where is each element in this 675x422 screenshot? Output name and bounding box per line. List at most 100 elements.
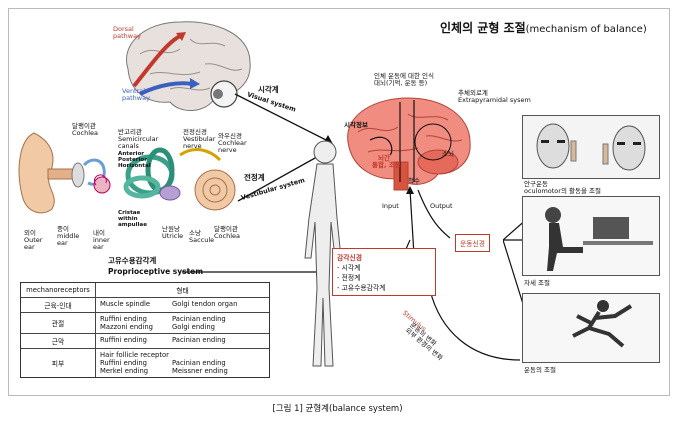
output-label: Output xyxy=(430,202,453,210)
outer-en: Outer xyxy=(24,235,43,244)
vestibular-ko: 전정계 xyxy=(244,173,265,182)
table-cell-item: Meissner ending xyxy=(172,367,228,375)
utricle-label: 난원낭 Utricle xyxy=(162,226,183,240)
inner-ko: 내이 xyxy=(93,229,105,237)
cerebellum-label: 소뇌 xyxy=(442,150,454,158)
table-header-row: mechanoreceptors 형태 xyxy=(21,283,269,297)
utricle-ko: 난원낭 xyxy=(162,225,180,233)
cristae-line1: Cristae xyxy=(118,210,141,216)
extrapyramidal-label: 추체외로계 Extrapyramidal sysem xyxy=(458,90,531,104)
mechanoreceptor-table: mechanoreceptors 형태 근육-인대 Muscle spindle… xyxy=(20,282,270,378)
table-cell-item: Pacinian ending xyxy=(172,315,226,323)
figure-title: 인체의 균형 조절(mechanism of balance) xyxy=(440,22,647,36)
sensory-item: - 고유수용감각계 xyxy=(337,284,386,292)
middle-ko: 중이 xyxy=(57,225,69,233)
cochlear-nerve-en2: nerve xyxy=(218,145,237,154)
canal-horizontal: Horizontal xyxy=(118,162,151,169)
inner-en: inner xyxy=(93,235,110,244)
input-label: Input xyxy=(382,202,399,210)
recog-line1: 인체 운동에 대한 인식 xyxy=(374,72,435,80)
table-cell-item: Mazzoni ending xyxy=(100,323,153,331)
sensory-title: 감각신경 xyxy=(337,254,363,262)
table-header-receptor: mechanoreceptors xyxy=(21,283,96,297)
movement-label: 운동의 조절 xyxy=(524,366,556,374)
brain-illustration-right xyxy=(347,97,471,191)
figure-caption: [그림 1] 균형계(balance system) xyxy=(272,404,403,414)
table-cell-item: Ruffini ending xyxy=(100,336,147,344)
outer-en2: ear xyxy=(24,242,35,251)
utricle-en: Utricle xyxy=(162,231,184,240)
spinal-label: 척수 xyxy=(408,177,420,185)
brain-recognition: 인체 운동에 대한 인식 대뇌(기억, 운동 등) xyxy=(374,73,434,87)
desk-illustration xyxy=(545,207,653,271)
table-cell-part: 근육-인대 xyxy=(21,298,96,312)
sensory-item: - 시각계 xyxy=(337,264,361,272)
cochlea-top-label: 달팽이관 Cochlea xyxy=(72,123,98,137)
inner-ear-illustration xyxy=(123,147,236,211)
figure-frame xyxy=(8,8,670,396)
visual-ko: 시각계 xyxy=(258,85,279,94)
table-cell-item: Pacinian ending xyxy=(172,359,226,367)
title-en: (mechanism of balance) xyxy=(525,24,647,35)
eye-label-1: 안구운동 xyxy=(524,180,548,188)
vestibular-nerve-label: 전정신경 Vestibular nerve xyxy=(183,129,215,149)
integrate-label: 뇌간 통합, 조정 xyxy=(372,155,401,169)
extra-ko: 추체외로계 xyxy=(458,89,488,97)
eye-movement-panel xyxy=(522,115,660,179)
sensory-nerve-box: 감각신경 - 시각계 - 전정계 - 고유수용감각계 xyxy=(332,248,436,296)
table-cell-item: Golgi ending xyxy=(172,323,215,331)
cochlear-nerve-ko: 와우신경 xyxy=(218,132,242,140)
table-row: 근막 Ruffini ending Pacinian ending xyxy=(21,333,269,348)
semicircular-ko: 반고리관 xyxy=(118,128,142,136)
dorsal-line1: Dorsal xyxy=(113,25,134,33)
extra-en: Extrapyramidal sysem xyxy=(458,95,531,104)
proprio-ko: 고유수용감각계 xyxy=(108,256,157,265)
inner-en2: ear xyxy=(93,242,104,251)
table-cell-item: Hair follicle receptor xyxy=(100,351,169,359)
cochlea-bottom-label: 달팽이관 Cochlea xyxy=(214,226,240,240)
saccule-en: Saccule xyxy=(189,235,215,244)
sensory-item: - 전정계 xyxy=(337,274,361,282)
table-cell-item: Pacinian ending xyxy=(172,336,226,344)
table-cell-item: Golgi tendon organ xyxy=(172,300,238,308)
cochlear-nerve-en: Cochlear xyxy=(218,138,247,147)
middle-en: middle xyxy=(57,231,80,240)
integrate-ko2: 통합, 조정 xyxy=(372,160,401,169)
cristae-line2: within xyxy=(118,215,138,222)
table-row: 피부 Hair follicle receptor Ruffini ending… xyxy=(21,348,269,377)
runner-illustration xyxy=(572,300,633,348)
outer-ear-label: 외이 Outer ear xyxy=(24,230,42,250)
middle-ear-label: 중이 middle ear xyxy=(57,226,79,246)
ear-anatomy-illustration xyxy=(18,132,111,214)
table-cell-item: Merkel ending xyxy=(100,367,149,375)
canal-posterior: Posterior xyxy=(118,156,148,163)
canal-names: Anterior Posterior Horizontal xyxy=(118,151,151,170)
vestibular-nerve-en2: nerve xyxy=(183,141,202,150)
vestibular-nerve-en: Vestibular xyxy=(183,134,216,143)
cristae-line3: ampullae xyxy=(118,221,147,228)
table-cell-item: Ruffini ending xyxy=(100,359,147,367)
faces-illustration xyxy=(536,123,646,171)
proprio-en: Proprioceptive system xyxy=(108,267,204,276)
ventral-label: Ventral pathway xyxy=(122,88,150,102)
semicircular-en2: canals xyxy=(118,141,139,150)
motor-nerve-box: 운동신경 xyxy=(455,234,491,252)
ventral-line2: pathway xyxy=(122,93,150,102)
table-cell-part: 근막 xyxy=(21,334,96,348)
title-ko: 인체의 균형 조절 xyxy=(440,21,526,35)
visual-info-label: 시각정보 xyxy=(344,121,368,129)
cochlea-bottom-ko: 달팽이관 xyxy=(214,225,238,233)
movement-panel xyxy=(522,293,660,363)
integrate-ko: 뇌간 xyxy=(378,154,390,162)
table-header-form: 형태 xyxy=(176,287,189,295)
semicircular-en: Semicircular xyxy=(118,134,159,143)
saccule-label: 소낭 Saccule xyxy=(189,230,214,244)
posture-label: 자세 조절 xyxy=(524,279,550,287)
cochlea-top-ko: 달팽이관 xyxy=(72,122,96,130)
middle-en2: ear xyxy=(57,238,68,247)
recog-line2: 대뇌(기억, 운동 등) xyxy=(374,78,428,87)
posture-panel xyxy=(522,196,660,276)
canal-anterior: Anterior xyxy=(118,151,145,157)
